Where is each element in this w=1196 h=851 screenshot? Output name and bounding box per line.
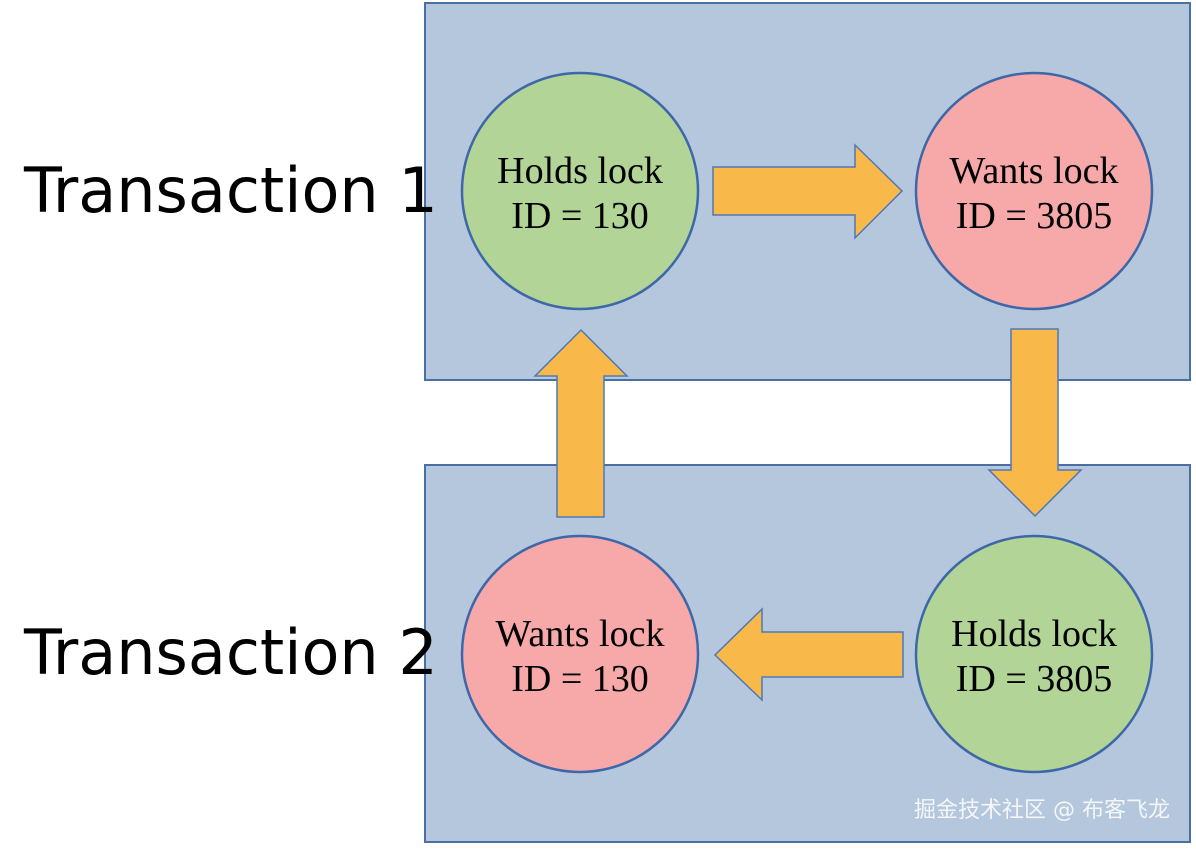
node-t1-wants-3805: Wants lock ID = 3805 (914, 71, 1154, 311)
node-line2: ID = 3805 (956, 658, 1113, 700)
transaction-1-label: Transaction 1 (24, 154, 438, 227)
arrow-up (533, 328, 629, 518)
node-line2: ID = 3805 (956, 195, 1113, 237)
watermark: 掘金技术社区 @ 布客飞龙 (914, 798, 1170, 823)
node-line1: Wants lock (496, 613, 665, 655)
node-line2: ID = 130 (511, 195, 649, 237)
arrow-down (987, 328, 1083, 518)
node-t2-wants-130: Wants lock ID = 130 (460, 534, 700, 774)
arrow-right (712, 143, 904, 240)
node-t1-holds-130: Holds lock ID = 130 (460, 71, 700, 311)
node-line1: Holds lock (497, 150, 663, 192)
node-line1: Wants lock (950, 150, 1119, 192)
node-line2: ID = 130 (511, 658, 649, 700)
node-t2-holds-3805: Holds lock ID = 3805 (914, 534, 1154, 774)
transaction-2-label: Transaction 2 (24, 616, 438, 689)
arrow-left (713, 607, 904, 702)
node-line1: Holds lock (951, 613, 1117, 655)
